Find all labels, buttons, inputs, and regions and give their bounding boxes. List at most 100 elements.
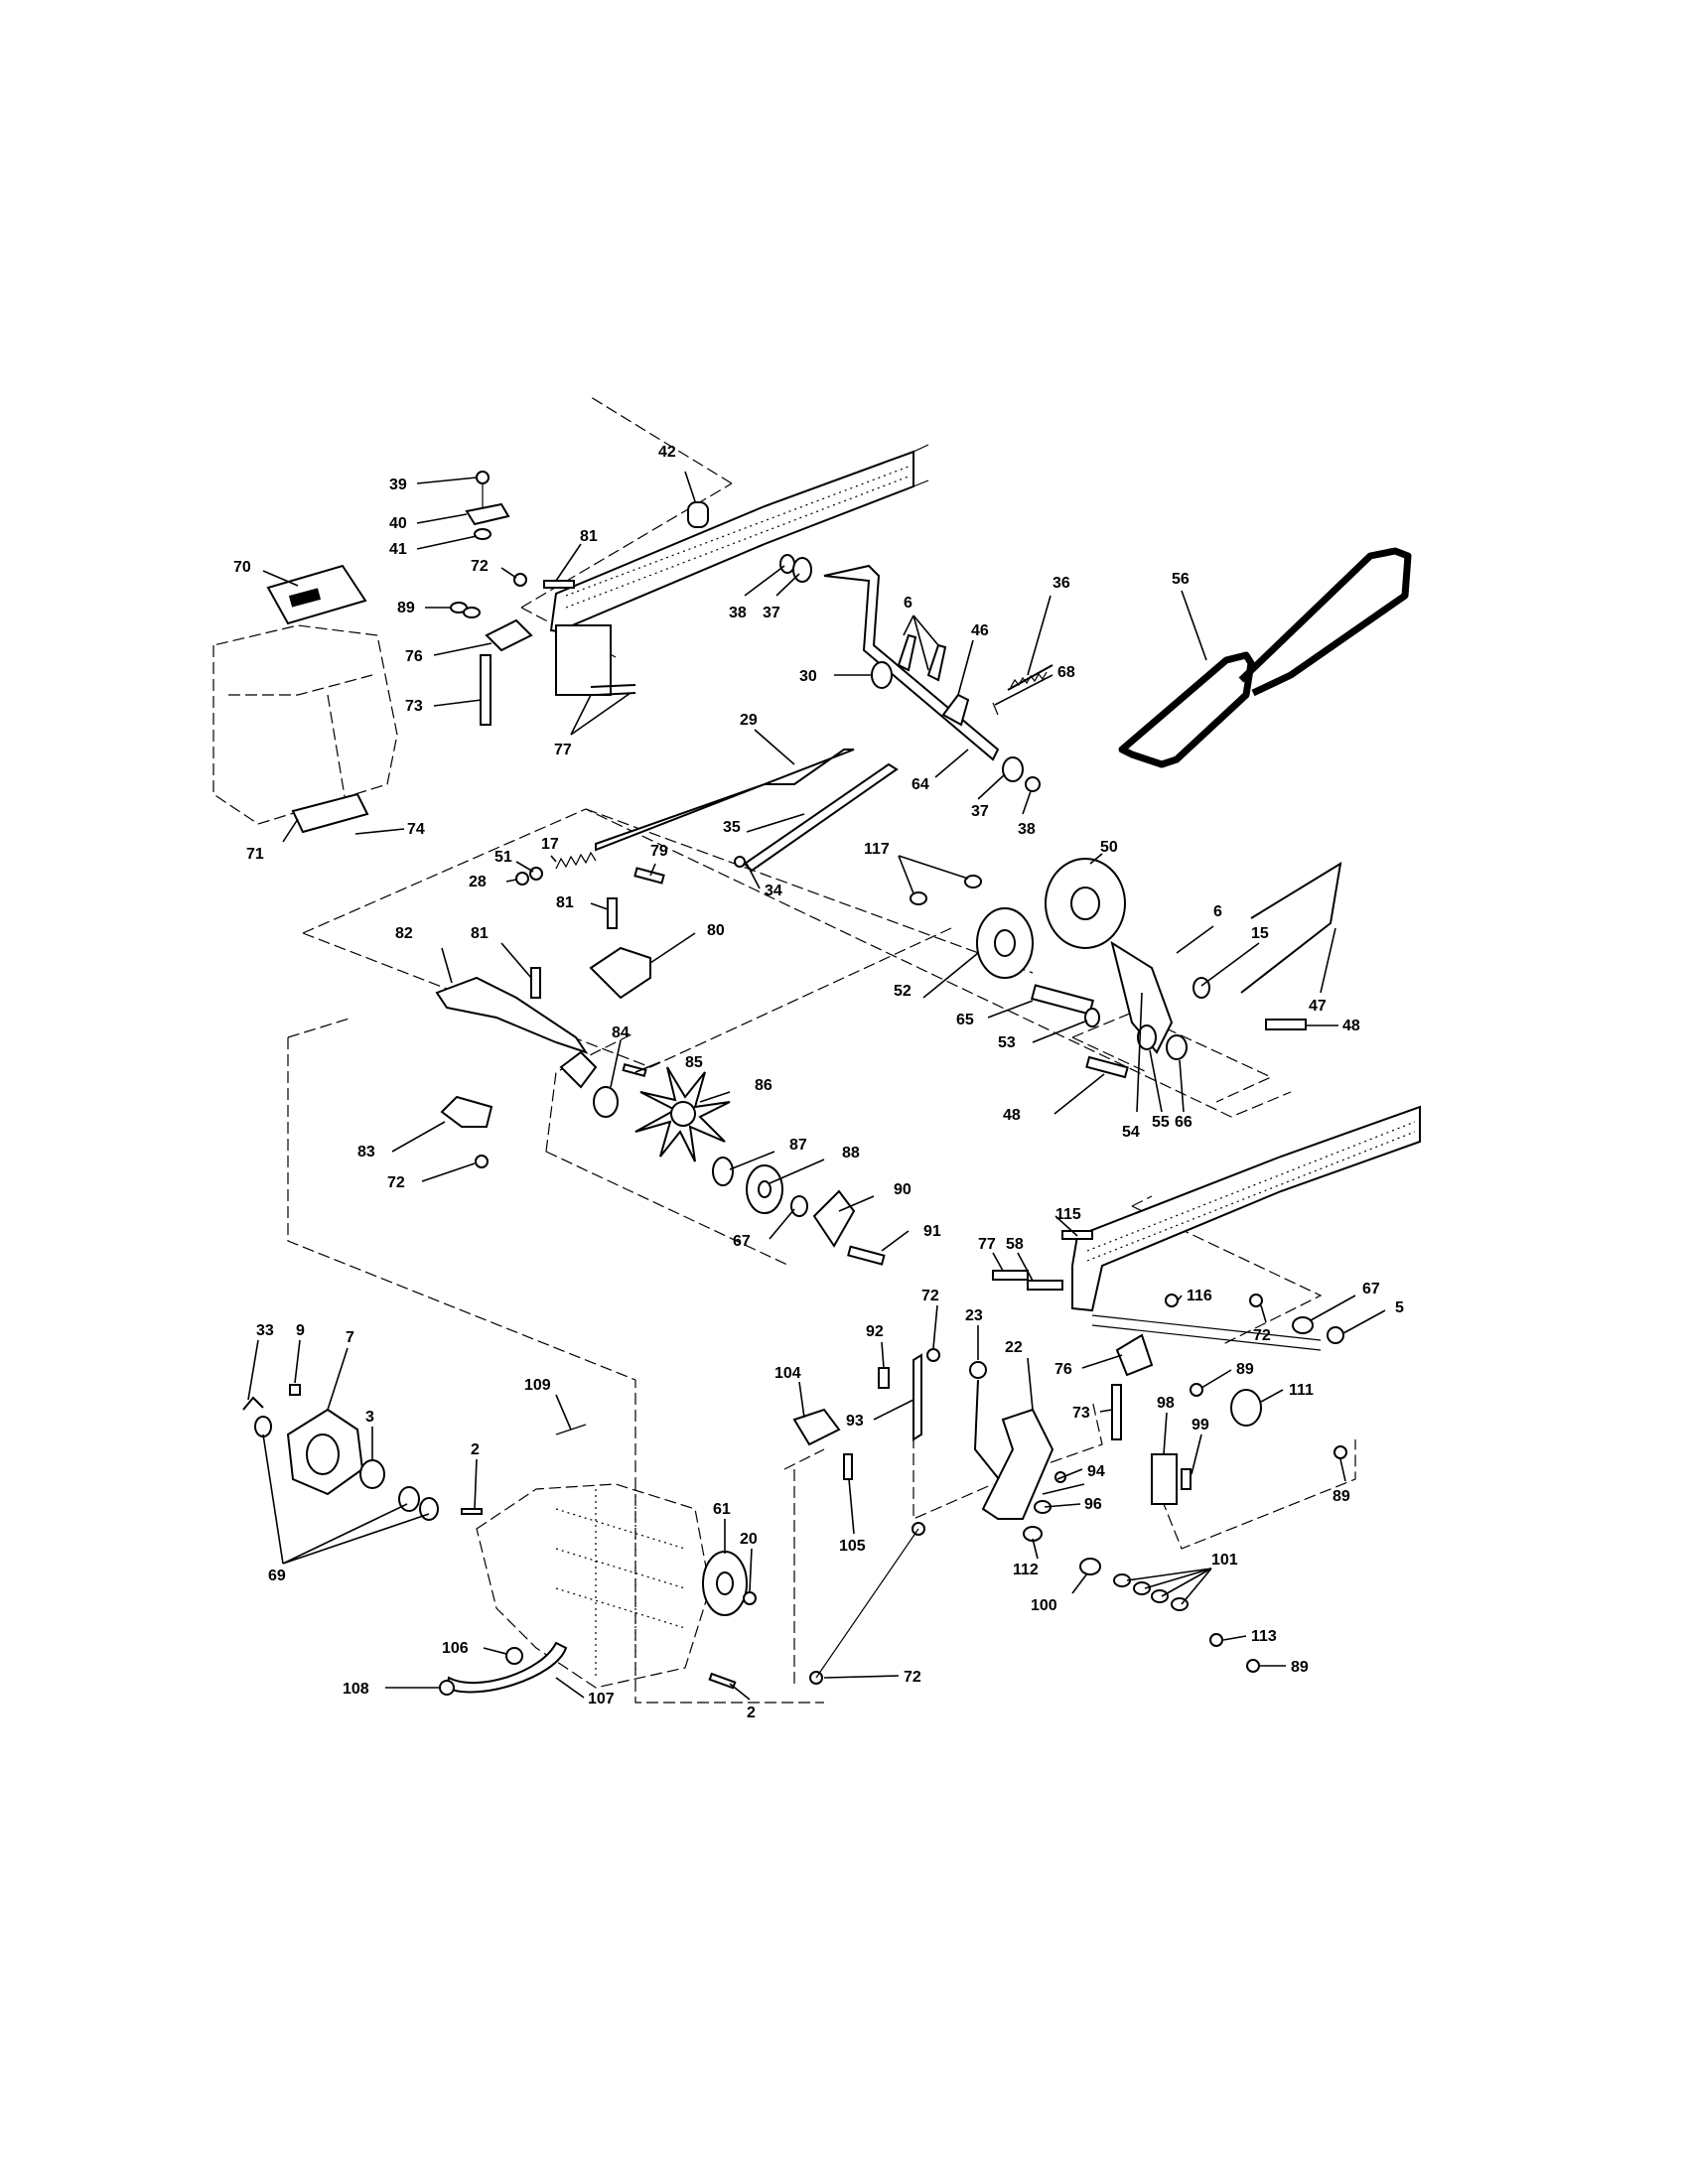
- bolt-48b: [1085, 1055, 1129, 1079]
- callout-100: 100: [1031, 1597, 1057, 1614]
- washers-89a-2: [463, 607, 481, 618]
- callout-115: 115: [1055, 1206, 1081, 1223]
- callout-70: 70: [233, 559, 251, 576]
- callout-72-e: 72: [904, 1669, 921, 1686]
- washer-67a: [790, 1195, 808, 1217]
- pedal-22: [981, 1408, 1054, 1520]
- upper-frame-rail: [549, 450, 914, 633]
- callout-52: 52: [894, 983, 912, 1000]
- washer-69c: [419, 1497, 439, 1521]
- callout-64: 64: [912, 776, 929, 793]
- drive-belt: [1118, 547, 1412, 768]
- frame-bracket: [555, 624, 612, 696]
- fitting-108: [439, 1680, 455, 1696]
- washer-37b: [1002, 756, 1024, 782]
- callout-80: 80: [707, 922, 725, 939]
- pulley-61-hub: [716, 1571, 734, 1595]
- callout-99: 99: [1192, 1417, 1209, 1433]
- hub-7-center: [306, 1433, 340, 1475]
- nut-116: [1165, 1294, 1179, 1307]
- callout-101: 101: [1211, 1552, 1238, 1569]
- callout-89-d: 89: [1291, 1659, 1309, 1676]
- callout-41: 41: [389, 541, 407, 558]
- bolt-81c: [530, 967, 541, 999]
- callout-111: 111: [1289, 1382, 1314, 1399]
- transaxle-body: [476, 1483, 711, 1689]
- main-boundary: [302, 808, 1292, 1118]
- callout-89-b: 89: [1236, 1361, 1254, 1378]
- callout-38: 38: [729, 605, 747, 621]
- nut-72d: [926, 1348, 940, 1362]
- transaxle-detail: [555, 1489, 686, 1678]
- callout-109: 109: [524, 1377, 551, 1394]
- callout-3: 3: [365, 1409, 374, 1426]
- frame-right-boundary: [1131, 1195, 1323, 1346]
- leader-lines: [247, 471, 1386, 1701]
- pulley-50-hub: [1070, 887, 1100, 920]
- callout-61: 61: [713, 1501, 731, 1518]
- shaft-assembly: [687, 501, 1053, 792]
- callout-6-b: 6: [1213, 903, 1222, 920]
- key-9: [289, 1384, 301, 1396]
- bolt-58: [1027, 1280, 1063, 1291]
- callout-112: 112: [1013, 1562, 1039, 1578]
- callout-116: 116: [1187, 1288, 1212, 1304]
- callout-53: 53: [998, 1034, 1016, 1051]
- callout-65: 65: [956, 1012, 974, 1028]
- callout-81: 81: [580, 528, 598, 545]
- callout-73-b: 73: [1072, 1405, 1090, 1422]
- nut-72b: [475, 1155, 489, 1168]
- frame-rivet-line: [565, 466, 910, 609]
- callout-104: 104: [774, 1365, 801, 1382]
- nut-72a: [513, 573, 527, 587]
- spacer-84: [593, 1086, 619, 1118]
- bracket-40: [465, 502, 510, 526]
- callout-106: 106: [442, 1640, 469, 1657]
- rod-23: [973, 1379, 1004, 1485]
- lower-right-hardware: [1079, 1558, 1260, 1673]
- pulley-52-hub: [994, 929, 1016, 957]
- callout-117: 117: [864, 841, 890, 858]
- washer-38a: [779, 554, 795, 574]
- callout-88: 88: [842, 1145, 860, 1161]
- callout-69: 69: [268, 1568, 286, 1584]
- callout-72-c: 72: [1253, 1327, 1271, 1344]
- lower-frame-rivets: [1086, 1121, 1416, 1262]
- callout-74: 74: [407, 821, 425, 838]
- callout-113: 113: [1251, 1628, 1277, 1645]
- bolt-77b: [992, 1270, 1029, 1281]
- callout-51: 51: [494, 849, 512, 866]
- callout-72-b: 72: [387, 1174, 405, 1191]
- callout-54: 54: [1122, 1124, 1140, 1141]
- callout-66: 66: [1175, 1114, 1193, 1131]
- lower-right-boundary: [1161, 1439, 1356, 1550]
- callout-68: 68: [1057, 664, 1075, 681]
- bolt-48a: [1265, 1019, 1307, 1030]
- fan-assembly: [559, 1050, 886, 1266]
- nut-38b: [1025, 776, 1041, 792]
- nut-89c: [1333, 1445, 1347, 1459]
- right-pulley-boundary: [1071, 1012, 1273, 1103]
- lower-left-boundary: [287, 1017, 824, 1704]
- arms-6a: [897, 633, 947, 682]
- pin-2a: [461, 1508, 483, 1515]
- washer-37a: [792, 557, 812, 583]
- rods: [595, 749, 1342, 994]
- shaft-64: [823, 564, 1000, 761]
- spring-36-coils: [1010, 671, 1048, 688]
- shift-plate-slot: [288, 588, 322, 608]
- bushing-55: [1137, 1024, 1157, 1050]
- callout-92: 92: [866, 1323, 884, 1340]
- callout-94: 94: [1087, 1463, 1105, 1480]
- callout-107: 107: [588, 1691, 615, 1707]
- callout-9: 9: [296, 1322, 305, 1339]
- pin-68: [992, 702, 999, 716]
- callout-38-b: 38: [1018, 821, 1036, 838]
- nut-5: [1327, 1326, 1344, 1344]
- fender-area: [212, 564, 398, 834]
- callout-85: 85: [685, 1054, 703, 1071]
- callout-76-b: 76: [1054, 1361, 1072, 1378]
- callout-46: 46: [971, 622, 989, 639]
- hose-107: [445, 1641, 568, 1694]
- callout-2-b: 2: [747, 1705, 756, 1721]
